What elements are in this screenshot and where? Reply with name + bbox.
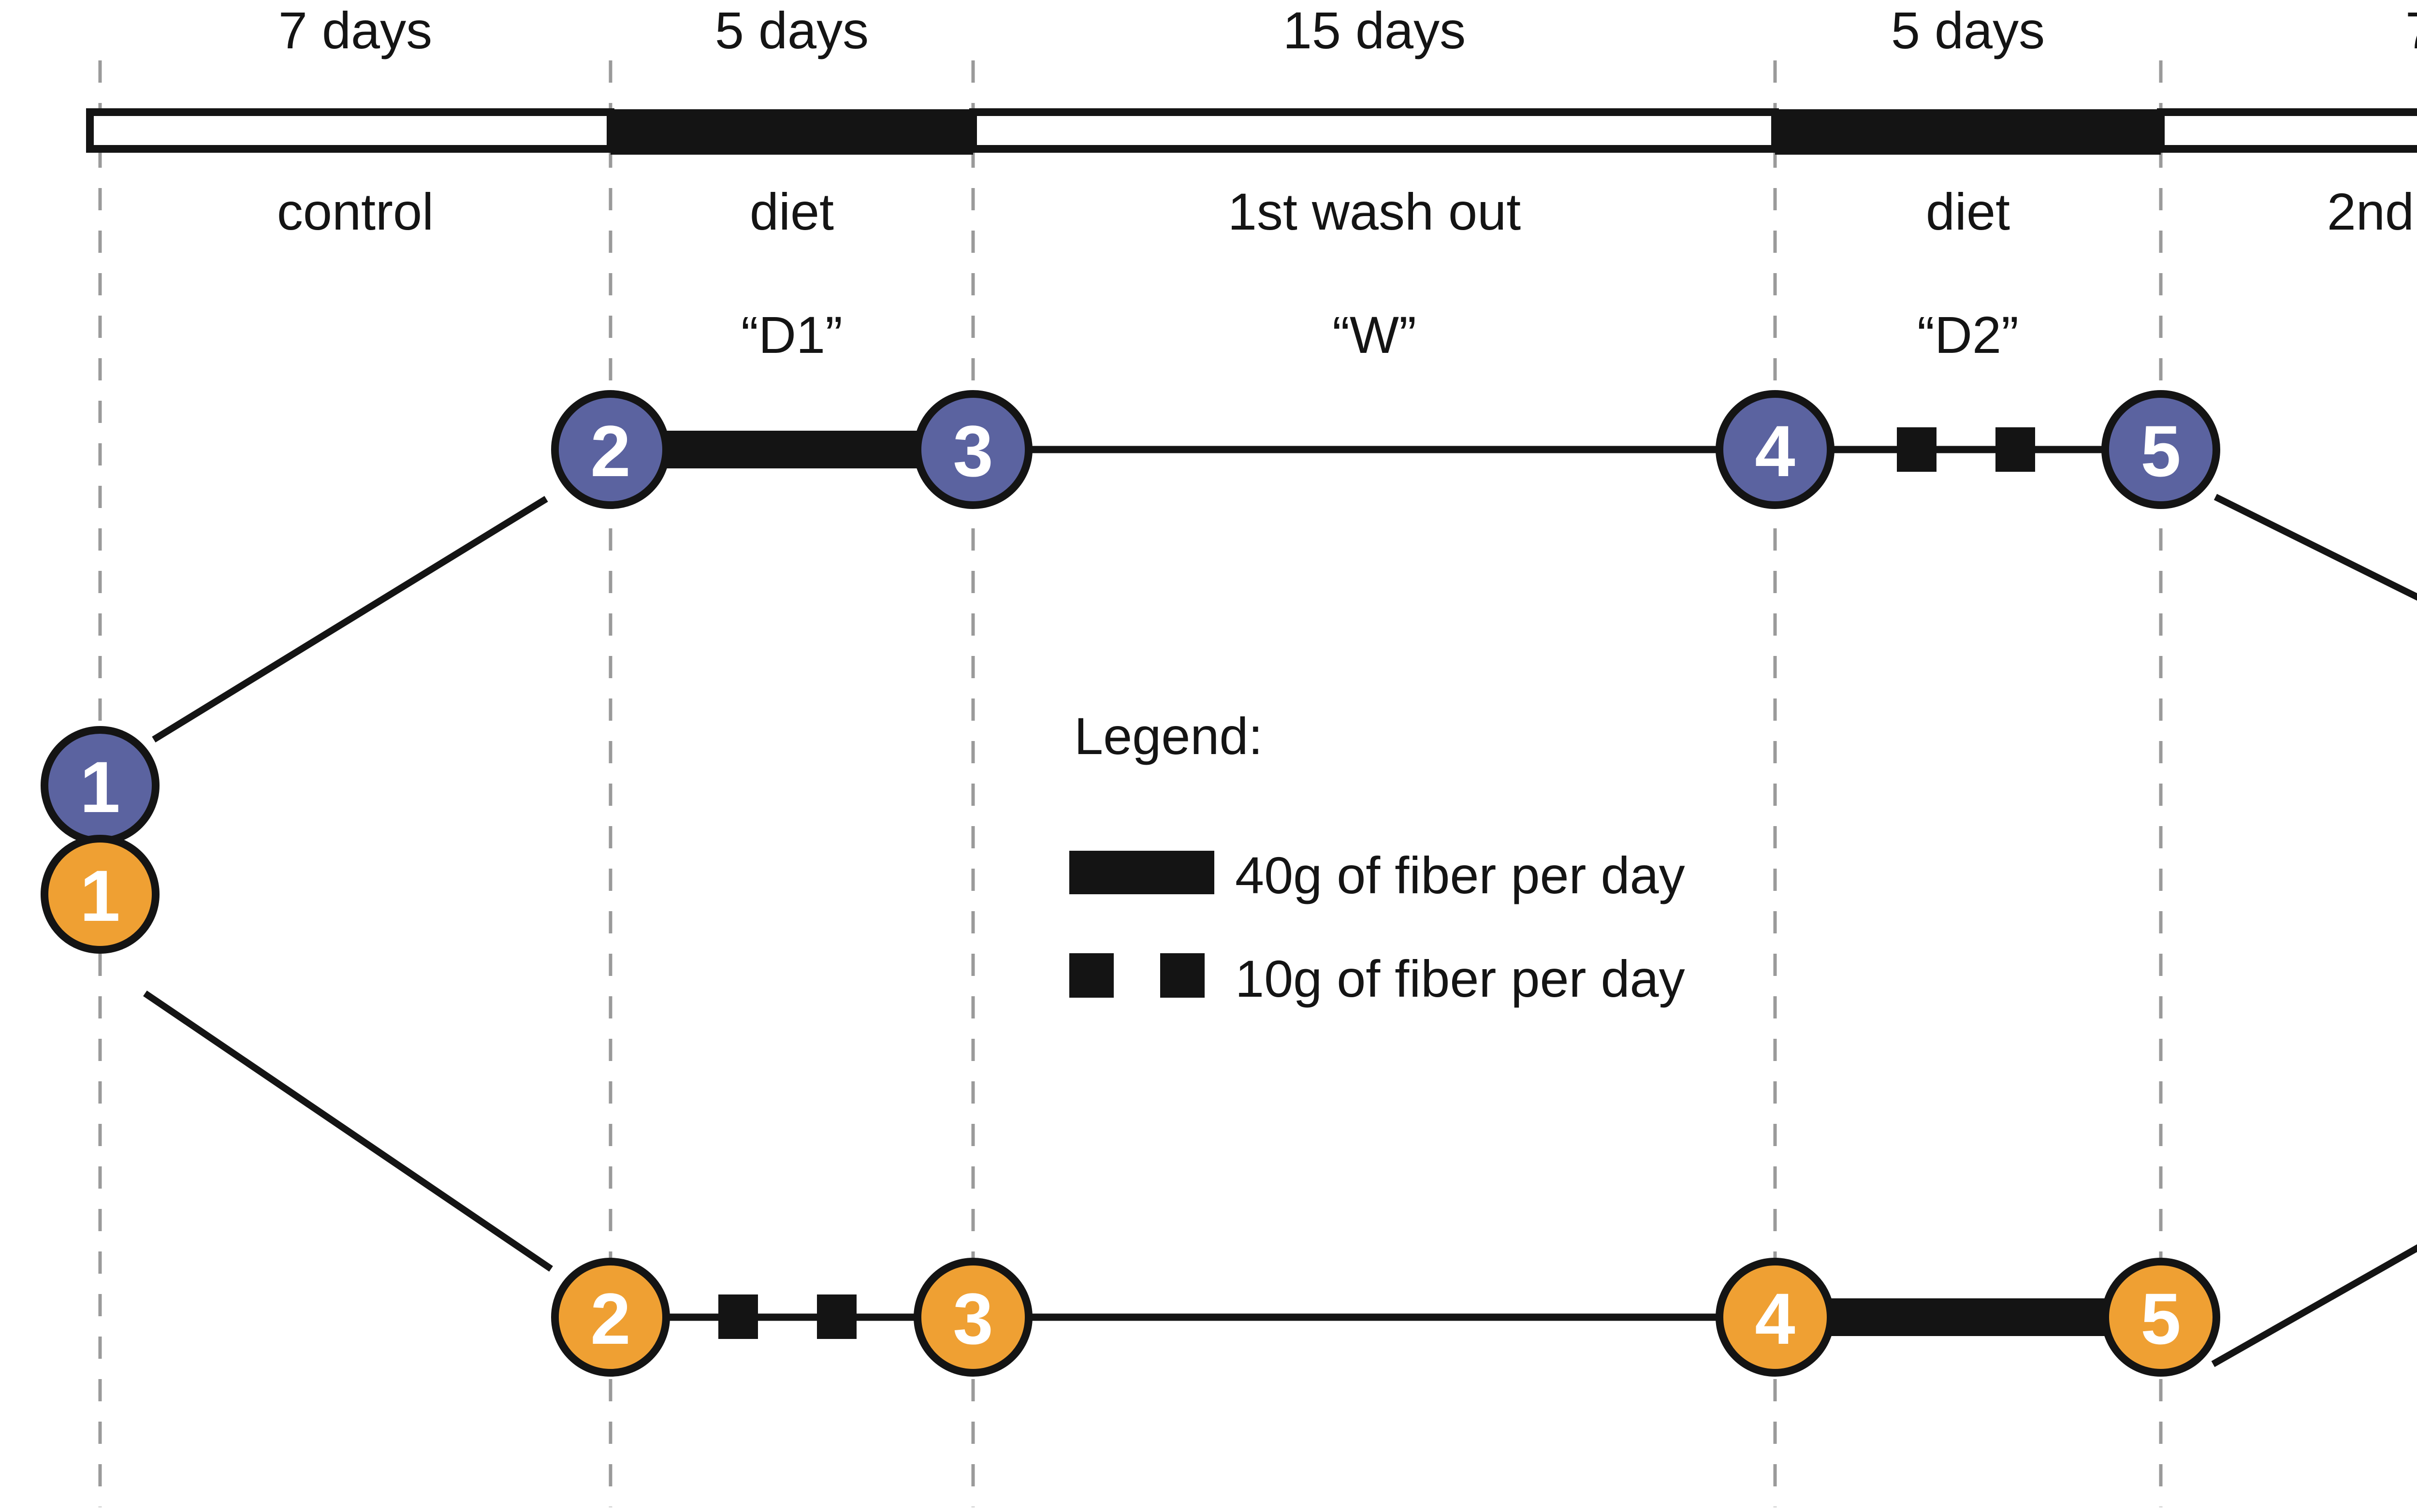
- node-blue-3-label: 3: [953, 410, 993, 492]
- node-blue-5-label: 5: [2140, 410, 2181, 492]
- blue-link-4-5-dash-1: [1897, 427, 1937, 472]
- phase-label-washout-1: 1st wash out: [1228, 182, 1521, 241]
- timeline-segment-control: [86, 108, 614, 153]
- orange-link-1-2: [143, 990, 553, 1272]
- duration-label-control: 7 days: [278, 1, 432, 59]
- timeline-segment-washout-2: [2157, 108, 2417, 153]
- blue-link-5-6: [2213, 494, 2417, 601]
- node-orange-2-label: 2: [590, 1278, 630, 1359]
- blue-arm-links: [152, 427, 2417, 742]
- duration-label-washout-2: 7 days: [2405, 1, 2417, 59]
- node-blue-4-label: 4: [1755, 410, 1795, 492]
- node-orange-1-label: 1: [80, 855, 120, 936]
- node-blue-2[interactable]: 2: [551, 390, 670, 509]
- legend: Legend: 40g of fiber per day 10g of fibe…: [1069, 707, 1685, 1008]
- blue-arm-nodes: 1 2 3 4 5 6: [41, 390, 2220, 845]
- node-orange-2[interactable]: 2: [551, 1258, 670, 1377]
- period-code-d2: “D2”: [1917, 305, 2019, 364]
- legend-swatch-10g: [1069, 953, 1205, 998]
- node-orange-1[interactable]: 1: [41, 835, 160, 954]
- legend-swatch-40g: [1069, 851, 1214, 894]
- node-orange-5[interactable]: 5: [2101, 1258, 2220, 1377]
- duration-labels: 7 days 5 days 15 days 5 days 7 days: [278, 1, 2417, 59]
- timeline-segment-diet-2: [1775, 109, 2161, 155]
- duration-label-diet-2: 5 days: [1891, 1, 2045, 59]
- node-blue-5[interactable]: 5: [2101, 390, 2220, 509]
- timeline-bar: [86, 108, 2417, 155]
- legend-label-40g: 40g of fiber per day: [1235, 846, 1685, 904]
- blue-link-4-5-dash-2: [1995, 427, 2035, 472]
- node-orange-3-label: 3: [953, 1278, 993, 1359]
- timeline-segment-diet-1: [611, 109, 973, 155]
- orange-arm-links: [143, 990, 2417, 1367]
- period-code-d1: “D1”: [741, 305, 843, 364]
- phase-labels: control diet 1st wash out diet 2nd wash …: [277, 182, 2417, 241]
- orange-link-5-6: [2211, 1244, 2417, 1367]
- legend-label-10g: 10g of fiber per day: [1235, 949, 1685, 1008]
- node-blue-3[interactable]: 3: [914, 390, 1033, 509]
- node-blue-1[interactable]: 1: [41, 726, 160, 845]
- legend-title: Legend:: [1074, 707, 1263, 765]
- orange-link-2-3-dash-1: [718, 1294, 758, 1339]
- node-orange-4-label: 4: [1755, 1278, 1795, 1359]
- duration-label-diet-1: 5 days: [715, 1, 869, 59]
- node-orange-4[interactable]: 4: [1716, 1258, 1835, 1377]
- orange-link-2-3-dash-2: [817, 1294, 857, 1339]
- phase-label-diet-1: diet: [750, 182, 834, 241]
- timeline-segment-washout-1: [969, 108, 1779, 153]
- duration-label-washout-1: 15 days: [1283, 1, 1466, 59]
- node-blue-4[interactable]: 4: [1716, 390, 1835, 509]
- phase-label-washout-2: 2nd wash out: [2327, 182, 2417, 241]
- period-code-w: “W”: [1332, 305, 1416, 364]
- node-blue-2-label: 2: [590, 410, 630, 492]
- phase-label-diet-2: diet: [1926, 182, 2010, 241]
- node-orange-5-label: 5: [2140, 1278, 2181, 1359]
- blue-link-1-2: [152, 496, 548, 742]
- node-orange-3[interactable]: 3: [914, 1258, 1033, 1377]
- node-blue-1-label: 1: [80, 746, 120, 828]
- period-code-labels: “D1” “W” “D2”: [741, 305, 2019, 364]
- orange-arm-nodes: 1 2 3 4 5 6: [41, 835, 2220, 1377]
- phase-label-control: control: [277, 182, 434, 241]
